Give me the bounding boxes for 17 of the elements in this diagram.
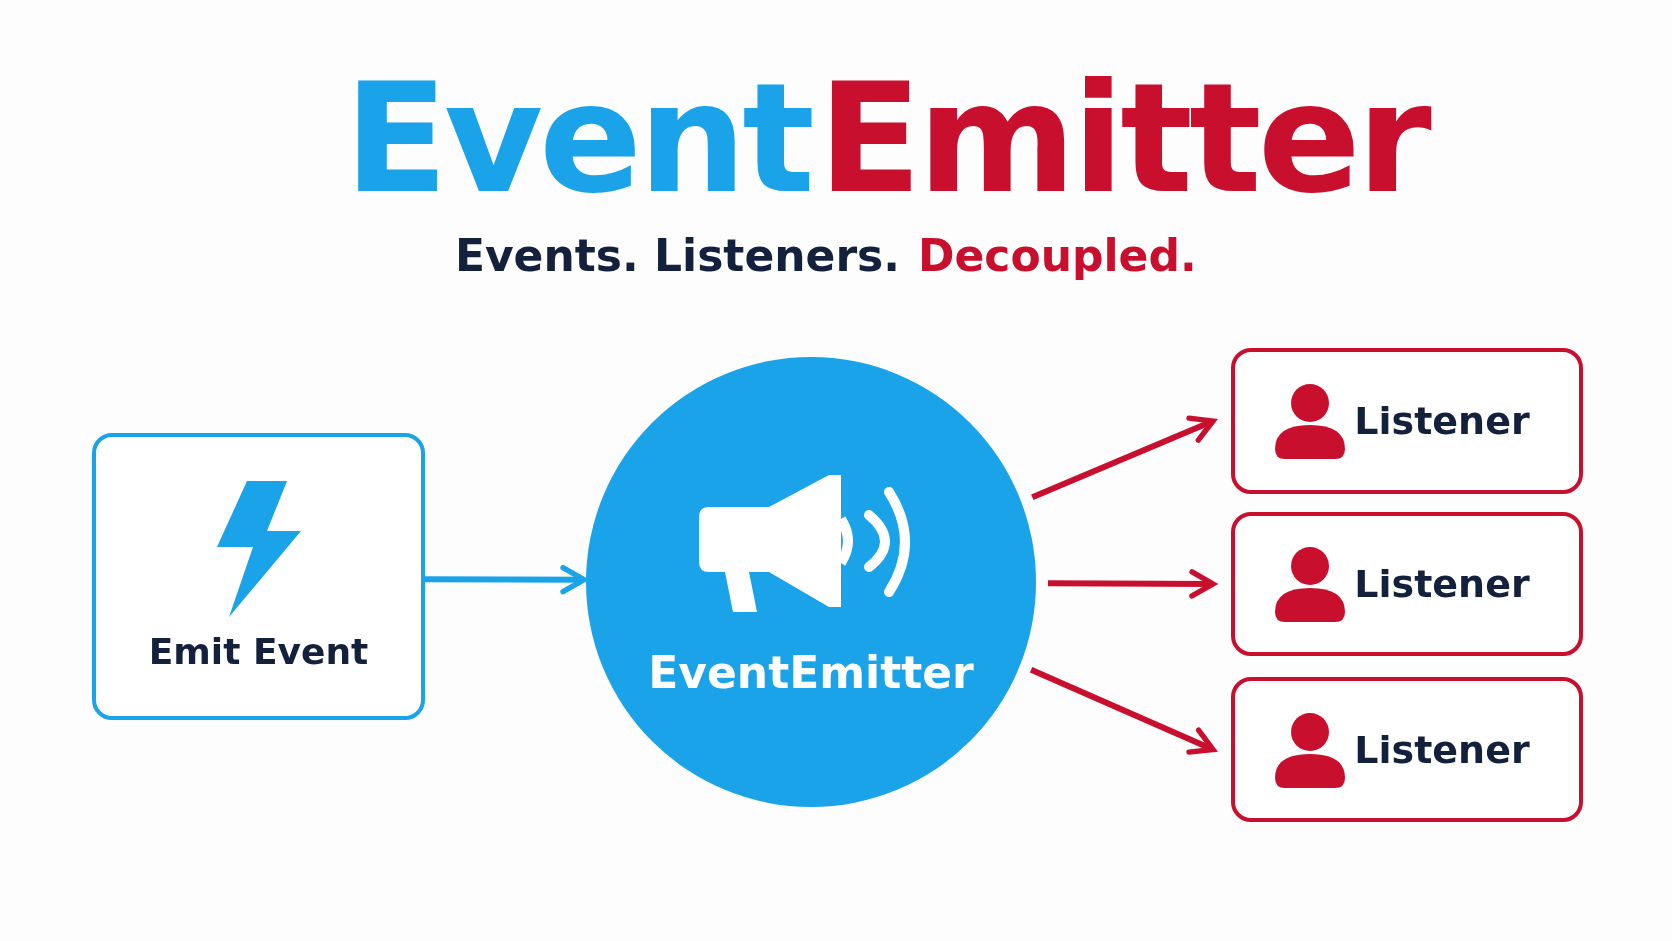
subtitle-text: Decoupled. (918, 232, 1197, 281)
arrow (1029, 667, 1216, 755)
node-label: Listener (1354, 562, 1530, 606)
arrow (1031, 415, 1216, 500)
listener-box (1231, 348, 1583, 494)
subtitle-text: Events. Listeners. (454, 232, 900, 281)
title-text: Emitter (818, 55, 1428, 223)
title-text: Event (344, 55, 811, 223)
node-label: Emit Event (148, 631, 369, 672)
node-label: Listener (1354, 727, 1530, 772)
listener-box (1231, 512, 1583, 656)
node-title: EventEmitter (648, 646, 974, 698)
event-box (92, 433, 425, 720)
listener-box (1231, 677, 1583, 822)
arrow (1048, 569, 1216, 599)
arrow (425, 565, 587, 595)
node-label: Listener (1354, 399, 1530, 443)
